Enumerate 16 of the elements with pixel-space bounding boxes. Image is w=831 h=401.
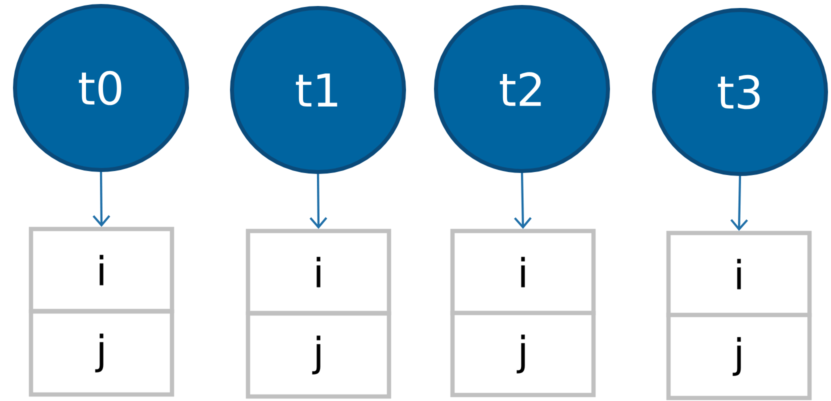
- circle-node: t1: [230, 6, 406, 174]
- arrow: [92, 172, 110, 227]
- circle-node: t0: [13, 4, 189, 172]
- field-box: j: [246, 311, 392, 399]
- field-box: i: [28, 226, 174, 314]
- field-box: j: [450, 310, 596, 398]
- field-box: i: [450, 228, 596, 316]
- circle-node: t2: [434, 5, 610, 173]
- circle-node: t3: [652, 8, 828, 176]
- field-box: j: [28, 309, 174, 397]
- arrow: [514, 172, 532, 229]
- arrow: [730, 176, 748, 231]
- field-box: i: [246, 228, 392, 316]
- field-box: i: [666, 230, 812, 318]
- field-box: j: [666, 312, 812, 400]
- arrow: [310, 174, 328, 229]
